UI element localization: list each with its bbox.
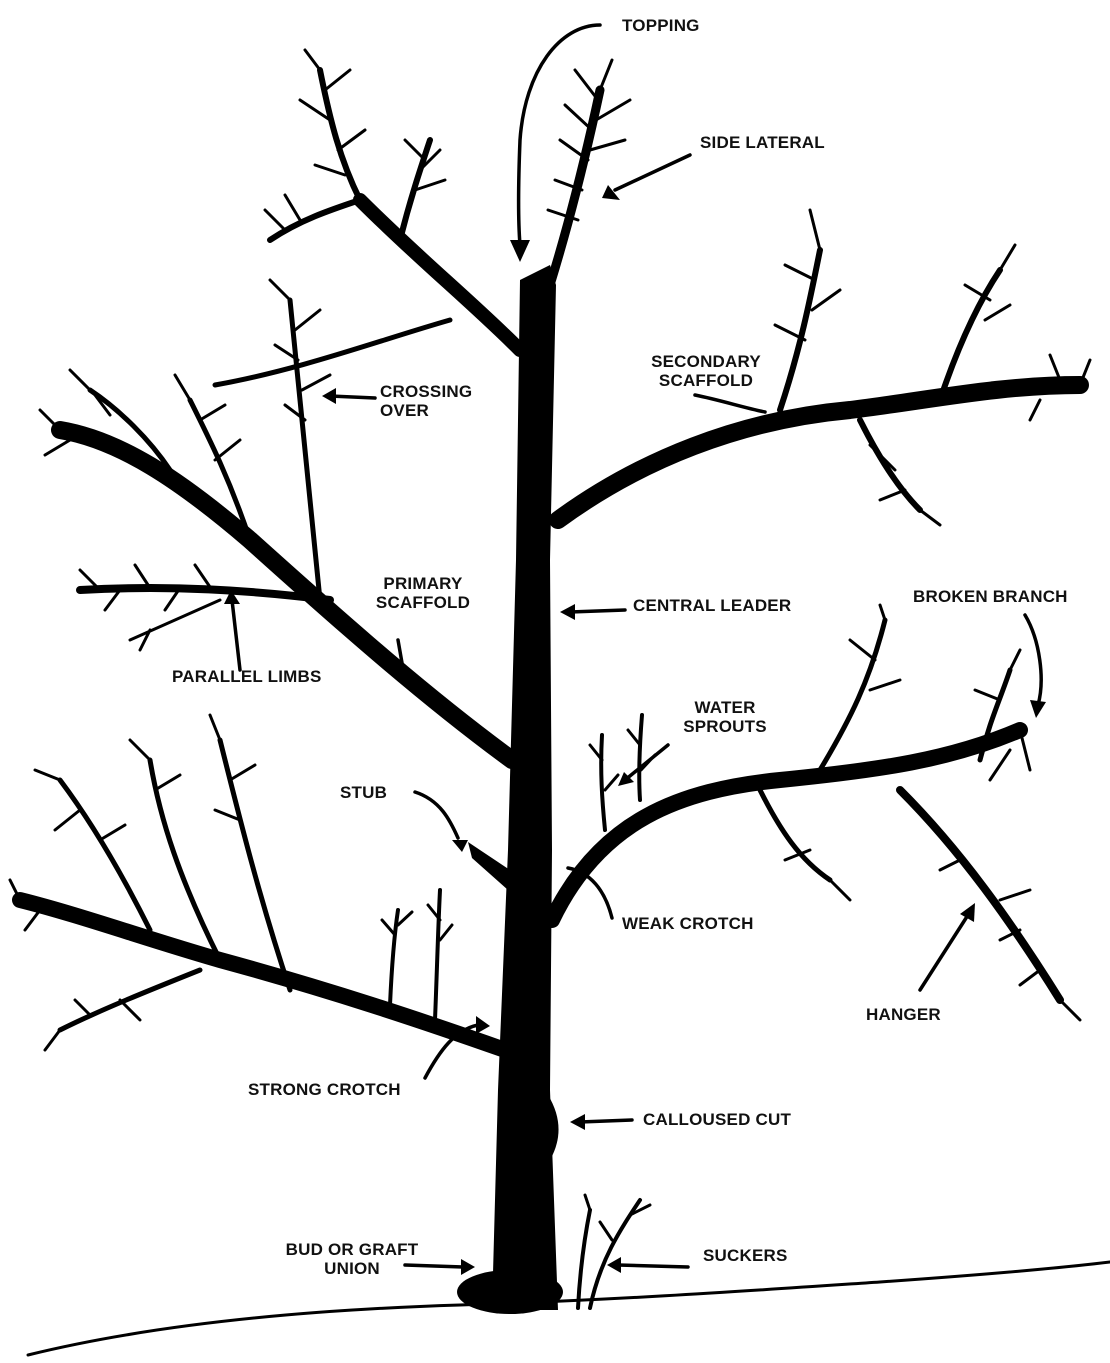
- label-primary-scaffold-line2: SCAFFOLD: [368, 593, 478, 612]
- label-secondary-scaffold: SECONDARY SCAFFOLD: [640, 352, 772, 390]
- central-leader-arrow: [570, 610, 625, 612]
- suckers-arrow: [618, 1265, 688, 1267]
- label-calloused-cut: CALLOUSED CUT: [643, 1110, 791, 1129]
- label-bud-or-graft-union: BUD OR GRAFT UNION: [276, 1240, 428, 1278]
- label-water-sprouts-line2: SPROUTS: [670, 717, 780, 736]
- label-weak-crotch: WEAK CROTCH: [622, 914, 754, 933]
- label-stub: STUB: [340, 783, 387, 802]
- label-primary-scaffold: PRIMARY SCAFFOLD: [368, 574, 478, 612]
- label-bud-or-graft-union-line1: BUD OR GRAFT: [276, 1240, 428, 1259]
- water-sprouts-arrow: [625, 745, 668, 780]
- hanger-arrow: [920, 915, 968, 990]
- crossing-branch: [215, 320, 450, 385]
- label-crossing-over-line2: OVER: [380, 401, 472, 420]
- secondary-scaffold-arrow: [695, 395, 765, 412]
- label-broken-branch: BROKEN BRANCH: [913, 587, 1068, 606]
- label-primary-scaffold-line1: PRIMARY: [368, 574, 478, 593]
- graft-union: [457, 1270, 563, 1314]
- broken-branch-arrow: [1025, 615, 1041, 705]
- label-water-sprouts: WATER SPROUTS: [670, 698, 780, 736]
- calloused-cut-arrow: [580, 1120, 632, 1122]
- upper-left-branch: [360, 200, 520, 350]
- parallel-limbs-arrow: [232, 600, 240, 670]
- label-central-leader: CENTRAL LEADER: [633, 596, 791, 615]
- label-bud-or-graft-union-line2: UNION: [276, 1259, 428, 1278]
- label-secondary-scaffold-line1: SECONDARY: [640, 352, 772, 371]
- stub: [468, 842, 510, 890]
- label-hanger: HANGER: [866, 1005, 941, 1024]
- label-side-lateral: SIDE LATERAL: [700, 133, 825, 152]
- side-lateral-arrow: [615, 155, 690, 190]
- trunk: [492, 265, 558, 1310]
- label-suckers: SUCKERS: [703, 1246, 788, 1265]
- label-topping: TOPPING: [622, 16, 700, 35]
- lower-left-branch: [20, 900, 505, 1050]
- label-water-sprouts-line1: WATER: [670, 698, 780, 717]
- crossing-arrow: [330, 396, 375, 398]
- stub-arrow: [415, 792, 458, 838]
- lower-right-branch: [552, 730, 1020, 920]
- label-strong-crotch: STRONG CROTCH: [248, 1080, 401, 1099]
- label-parallel-limbs: PARALLEL LIMBS: [172, 667, 322, 686]
- label-crossing-over: CROSSING OVER: [380, 382, 472, 420]
- label-secondary-scaffold-line2: SCAFFOLD: [640, 371, 772, 390]
- ground-line: [28, 1262, 1110, 1355]
- secondary-scaffold: [558, 385, 1080, 520]
- label-crossing-over-line1: CROSSING: [380, 382, 472, 401]
